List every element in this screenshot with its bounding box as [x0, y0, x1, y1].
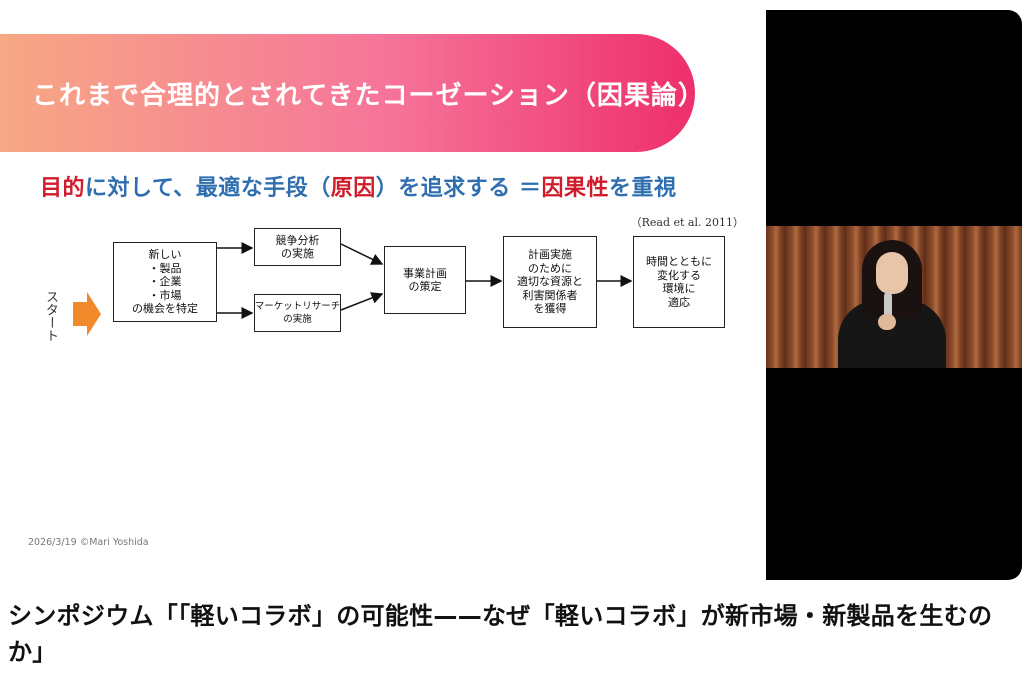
- box-market-research: マーケットリサーチ の実施: [254, 294, 341, 332]
- video-player[interactable]: これまで合理的とされてきたコーゼーション（因果論） 目的に対して、最適な手段（原…: [0, 0, 1024, 588]
- slide-title-banner: これまで合理的とされてきたコーゼーション（因果論）: [0, 34, 704, 152]
- slide-subtitle: 目的に対して、最適な手段（原因）を追求する ＝因果性を重視: [40, 176, 677, 201]
- start-arrow-icon: [73, 292, 101, 336]
- slide-footer-copyright: 2026/3/19 ©Mari Yoshida: [28, 537, 149, 548]
- box-adapt-environment: 時間とともに 変化する 環境に 適応: [633, 236, 725, 328]
- flow-arrows: [217, 242, 633, 319]
- slide-title: これまで合理的とされてきたコーゼーション（因果論）: [32, 80, 705, 111]
- presentation-slide: これまで合理的とされてきたコーゼーション（因果論） 目的に対して、最適な手段（原…: [0, 34, 766, 548]
- presenter-hand: [878, 314, 896, 330]
- presenter-panel: [766, 10, 1022, 580]
- presenter-face: [876, 252, 908, 294]
- start-label: スタート: [43, 290, 58, 342]
- box-acquire-resources: 計画実施 のために 適切な資源と 利害関係者 を獲得: [503, 236, 597, 328]
- causation-diagram: スタート 新しい ・製品: [0, 220, 766, 360]
- video-title: シンポジウム「「軽いコラボ」の可能性——なぜ「軽いコラボ」が新市場・新製品を生む…: [8, 602, 993, 666]
- microphone-icon: [884, 292, 892, 330]
- citation: （Read et al. 2011）: [630, 216, 744, 229]
- box-competition-analysis: 競争分析 の実施: [254, 228, 341, 266]
- box-identify-opportunity: 新しい ・製品 ・企業 ・市場 の機会を特定: [113, 242, 217, 322]
- presenter-video: [766, 226, 1022, 368]
- box-business-plan: 事業計画 の策定: [384, 246, 466, 314]
